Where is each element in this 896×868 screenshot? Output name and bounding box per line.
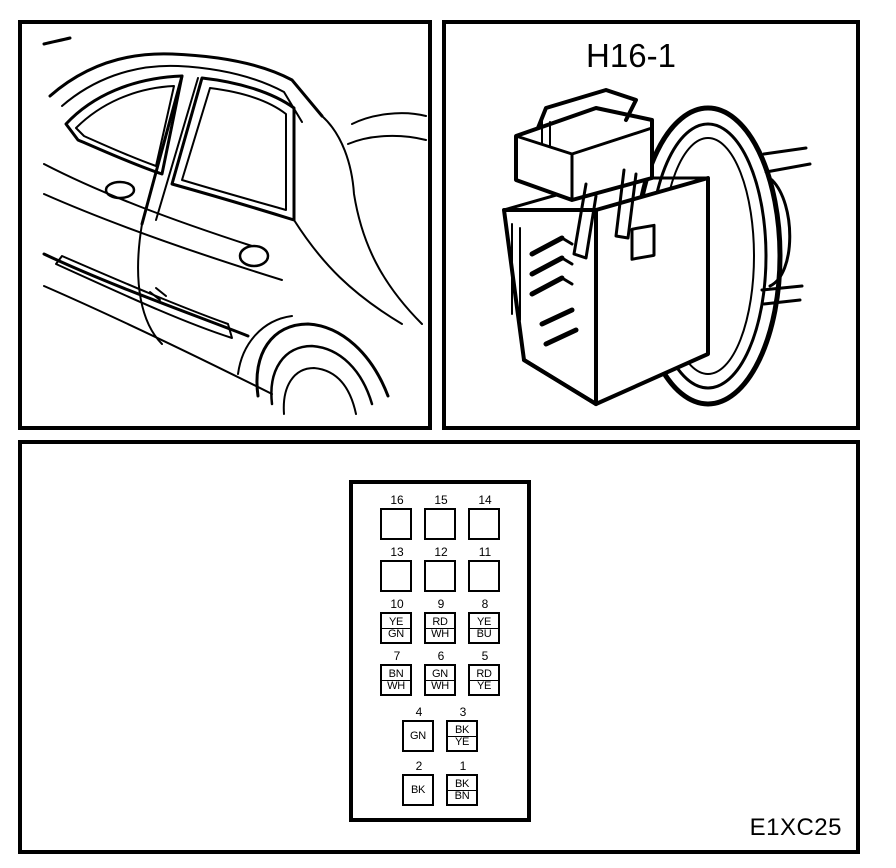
wire-color-label: YE [448, 735, 476, 748]
pin-number: 4 [415, 705, 423, 719]
pin-number: 6 [437, 649, 445, 663]
pin-cavity: BK [402, 774, 434, 806]
pin-number: 8 [481, 597, 489, 611]
connector-view-panel: H16-1 [442, 20, 860, 430]
pin-number: 1 [459, 759, 467, 773]
wire-color-label: YE [470, 679, 498, 692]
pin-number: 3 [459, 705, 467, 719]
pin-cavity [424, 508, 456, 540]
wire-color-label: WH [426, 627, 454, 640]
figure-code: E1XC25 [749, 814, 842, 841]
wire-color-label: BU [470, 627, 498, 640]
wire-color-label: GN [382, 627, 410, 640]
pin-number: 10 [390, 597, 404, 611]
pin-cavity [424, 560, 456, 592]
wire-color-label: BK [454, 777, 470, 790]
wire-color-label: YE [476, 615, 492, 628]
pin-cavity [380, 560, 412, 592]
pin-cavity [468, 560, 500, 592]
pin-number: 2 [415, 759, 423, 773]
pin-cavity: GN [402, 720, 434, 752]
pin-cavity [380, 508, 412, 540]
pin-number: 9 [437, 597, 445, 611]
vehicle-location-panel [18, 20, 432, 430]
wire-color-label: BN [388, 667, 404, 680]
pin-number: 15 [434, 493, 448, 507]
wire-color-label: BN [448, 789, 476, 802]
connector-housing-illustration [502, 88, 812, 407]
pin-number: 7 [393, 649, 401, 663]
wire-color-label: WH [426, 679, 454, 692]
wire-color-label: GN [432, 667, 448, 680]
pin-number: 16 [390, 493, 404, 507]
pin-number: 5 [481, 649, 489, 663]
pin-number: 12 [434, 545, 448, 559]
wire-color-label: GN [410, 729, 426, 742]
wire-color-label: BK [454, 723, 470, 736]
pin-number: 14 [478, 493, 492, 507]
vehicle-rear-door-illustration [42, 36, 427, 415]
wire-color-label: RD [432, 615, 448, 628]
wire-color-label: WH [382, 679, 410, 692]
pin-number: 11 [478, 545, 492, 559]
wire-color-label: BK [410, 783, 426, 796]
pin-cavity [468, 508, 500, 540]
connector-title: H16-1 [586, 37, 676, 74]
wire-color-label: RD [476, 667, 492, 680]
wire-color-label: YE [388, 615, 404, 628]
pin-number: 13 [390, 545, 404, 559]
